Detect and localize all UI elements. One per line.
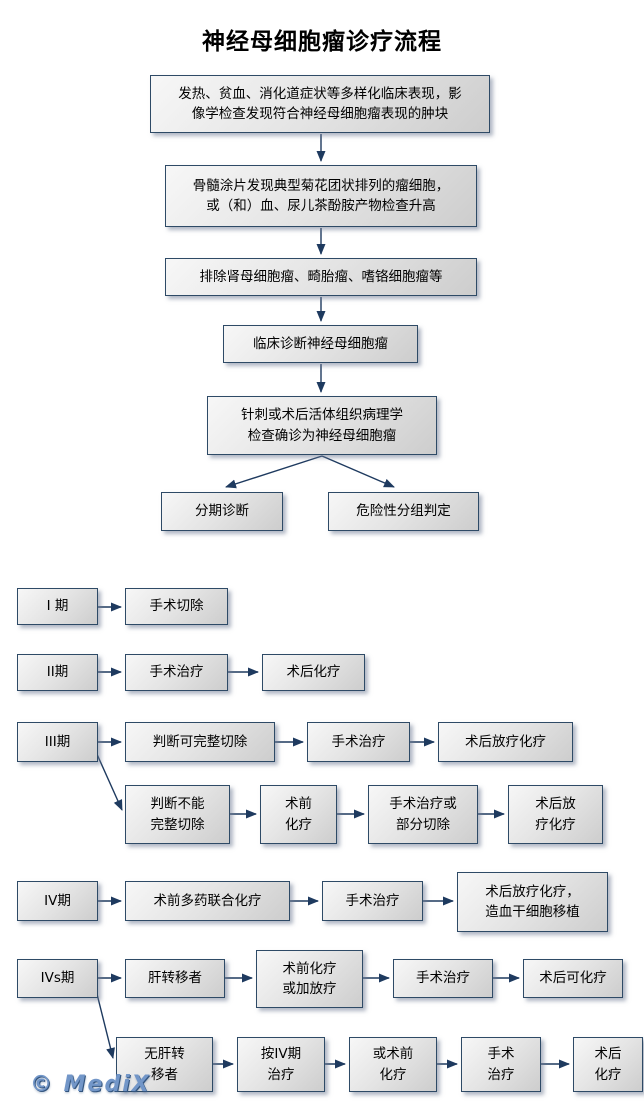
flow-box-s4s-post-chemo: 术后 化疗 [573, 1037, 643, 1092]
flow-box-s4s-as-stage4: 按IV期 治疗 [237, 1037, 325, 1092]
flow-box-s4s-liver-met: 肝转移者 [125, 959, 225, 998]
flow-box-s3-post-radio-chemo: 术后放疗化疗 [438, 722, 573, 762]
arrow [225, 455, 323, 489]
flow-box-s3-surgery: 手术治疗 [307, 722, 410, 762]
stage-label-2: II期 [17, 654, 98, 691]
flow-box-risk-grouping: 危险性分组判定 [328, 492, 479, 531]
flow-box-s4s-pre-chemo-radio: 术前化疗 或加放疗 [256, 950, 363, 1008]
flow-box-marrow-catecholamine: 骨髓涂片发现典型菊花团状排列的瘤细胞， 或（和）血、尿儿茶酚胺产物检查升高 [165, 165, 477, 227]
flow-box-s2-surgery: 手术治疗 [125, 654, 228, 691]
stage-label-4s: IVs期 [17, 959, 98, 998]
page-title: 神经母细胞瘤诊疗流程 [202, 29, 442, 55]
flow-box-s2-post-chemo: 术后化疗 [262, 654, 365, 691]
flow-box-clinical-findings: 发热、贫血、消化道症状等多样化临床表现，影 像学检查发现符合神经母细胞瘤表现的肿… [150, 75, 490, 133]
flow-box-s4-surgery: 手术治疗 [322, 881, 423, 921]
medix-watermark: © MediX [30, 1072, 151, 1097]
flow-box-s3-resectable: 判断可完整切除 [125, 722, 275, 762]
arrow [95, 989, 115, 1059]
flow-box-s4s-or-pre-chemo: 或术前 化疗 [349, 1037, 437, 1092]
flow-box-staging-diagnosis: 分期诊断 [161, 492, 283, 531]
flow-box-exclude-other-tumors: 排除肾母细胞瘤、畸胎瘤、嗜铬细胞瘤等 [165, 258, 477, 296]
flow-box-s3-surgery-partial: 手术治疗或 部分切除 [368, 785, 478, 844]
flow-box-s4s-no-liver-met: 无肝转 移者 [116, 1037, 213, 1092]
flow-box-s4-post-transplant: 术后放疗化疗， 造血干细胞移植 [457, 872, 608, 932]
flow-box-clinical-diagnosis: 临床诊断神经母细胞瘤 [223, 325, 418, 363]
stage-label-3: III期 [17, 722, 98, 762]
flow-box-pathology-confirm: 针刺或术后活体组织病理学 检查确诊为神经母细胞瘤 [207, 396, 437, 455]
stage-label-1: I 期 [17, 588, 98, 625]
flow-box-s3-pre-chemo: 术前 化疗 [260, 785, 337, 844]
flow-box-s4s-surgery: 手术治疗 [393, 959, 493, 998]
flow-box-s3-post-radio-chemo-2: 术后放 疗化疗 [508, 785, 603, 844]
flow-box-s4s-post-chemo-optional: 术后可化疗 [523, 959, 623, 998]
stage-label-4: IV期 [17, 881, 98, 921]
arrow [321, 455, 395, 488]
flow-box-s1-resection: 手术切除 [125, 588, 228, 625]
arrow [95, 751, 123, 811]
flow-box-s3-unresectable: 判断不能 完整切除 [125, 785, 230, 844]
flow-box-s4s-surgery-2: 手术 治疗 [461, 1037, 541, 1092]
flow-box-s4-pre-combo-chemo: 术前多药联合化疗 [125, 881, 290, 921]
